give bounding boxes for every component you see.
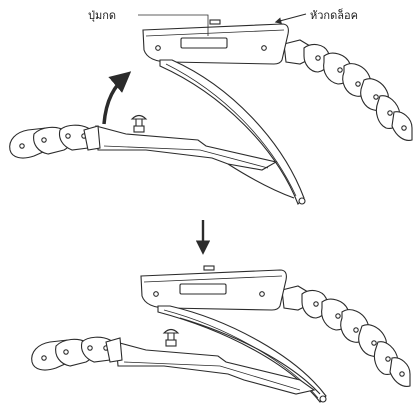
push-button-top	[181, 38, 227, 48]
push-button-bottom	[180, 284, 226, 294]
bracelet-links-left-bottom	[32, 337, 122, 370]
bracelet-links-right-top	[284, 40, 412, 140]
curved-arrow-up-icon	[104, 74, 128, 124]
lock-latch-label: หัวกดล็อค	[310, 8, 358, 22]
lock-latch-leader	[276, 14, 306, 22]
open-clasp-illustration	[10, 14, 412, 204]
lock-latch-plate-bottom	[141, 266, 286, 310]
push-button-label: ปุ่มกด	[88, 9, 116, 22]
lock-latch-plate-top	[143, 20, 288, 64]
bracelet-links-left-top	[10, 125, 100, 158]
closed-clasp-illustration	[32, 266, 410, 402]
lower-frame-top	[96, 116, 294, 199]
folding-blade-top	[160, 60, 305, 204]
